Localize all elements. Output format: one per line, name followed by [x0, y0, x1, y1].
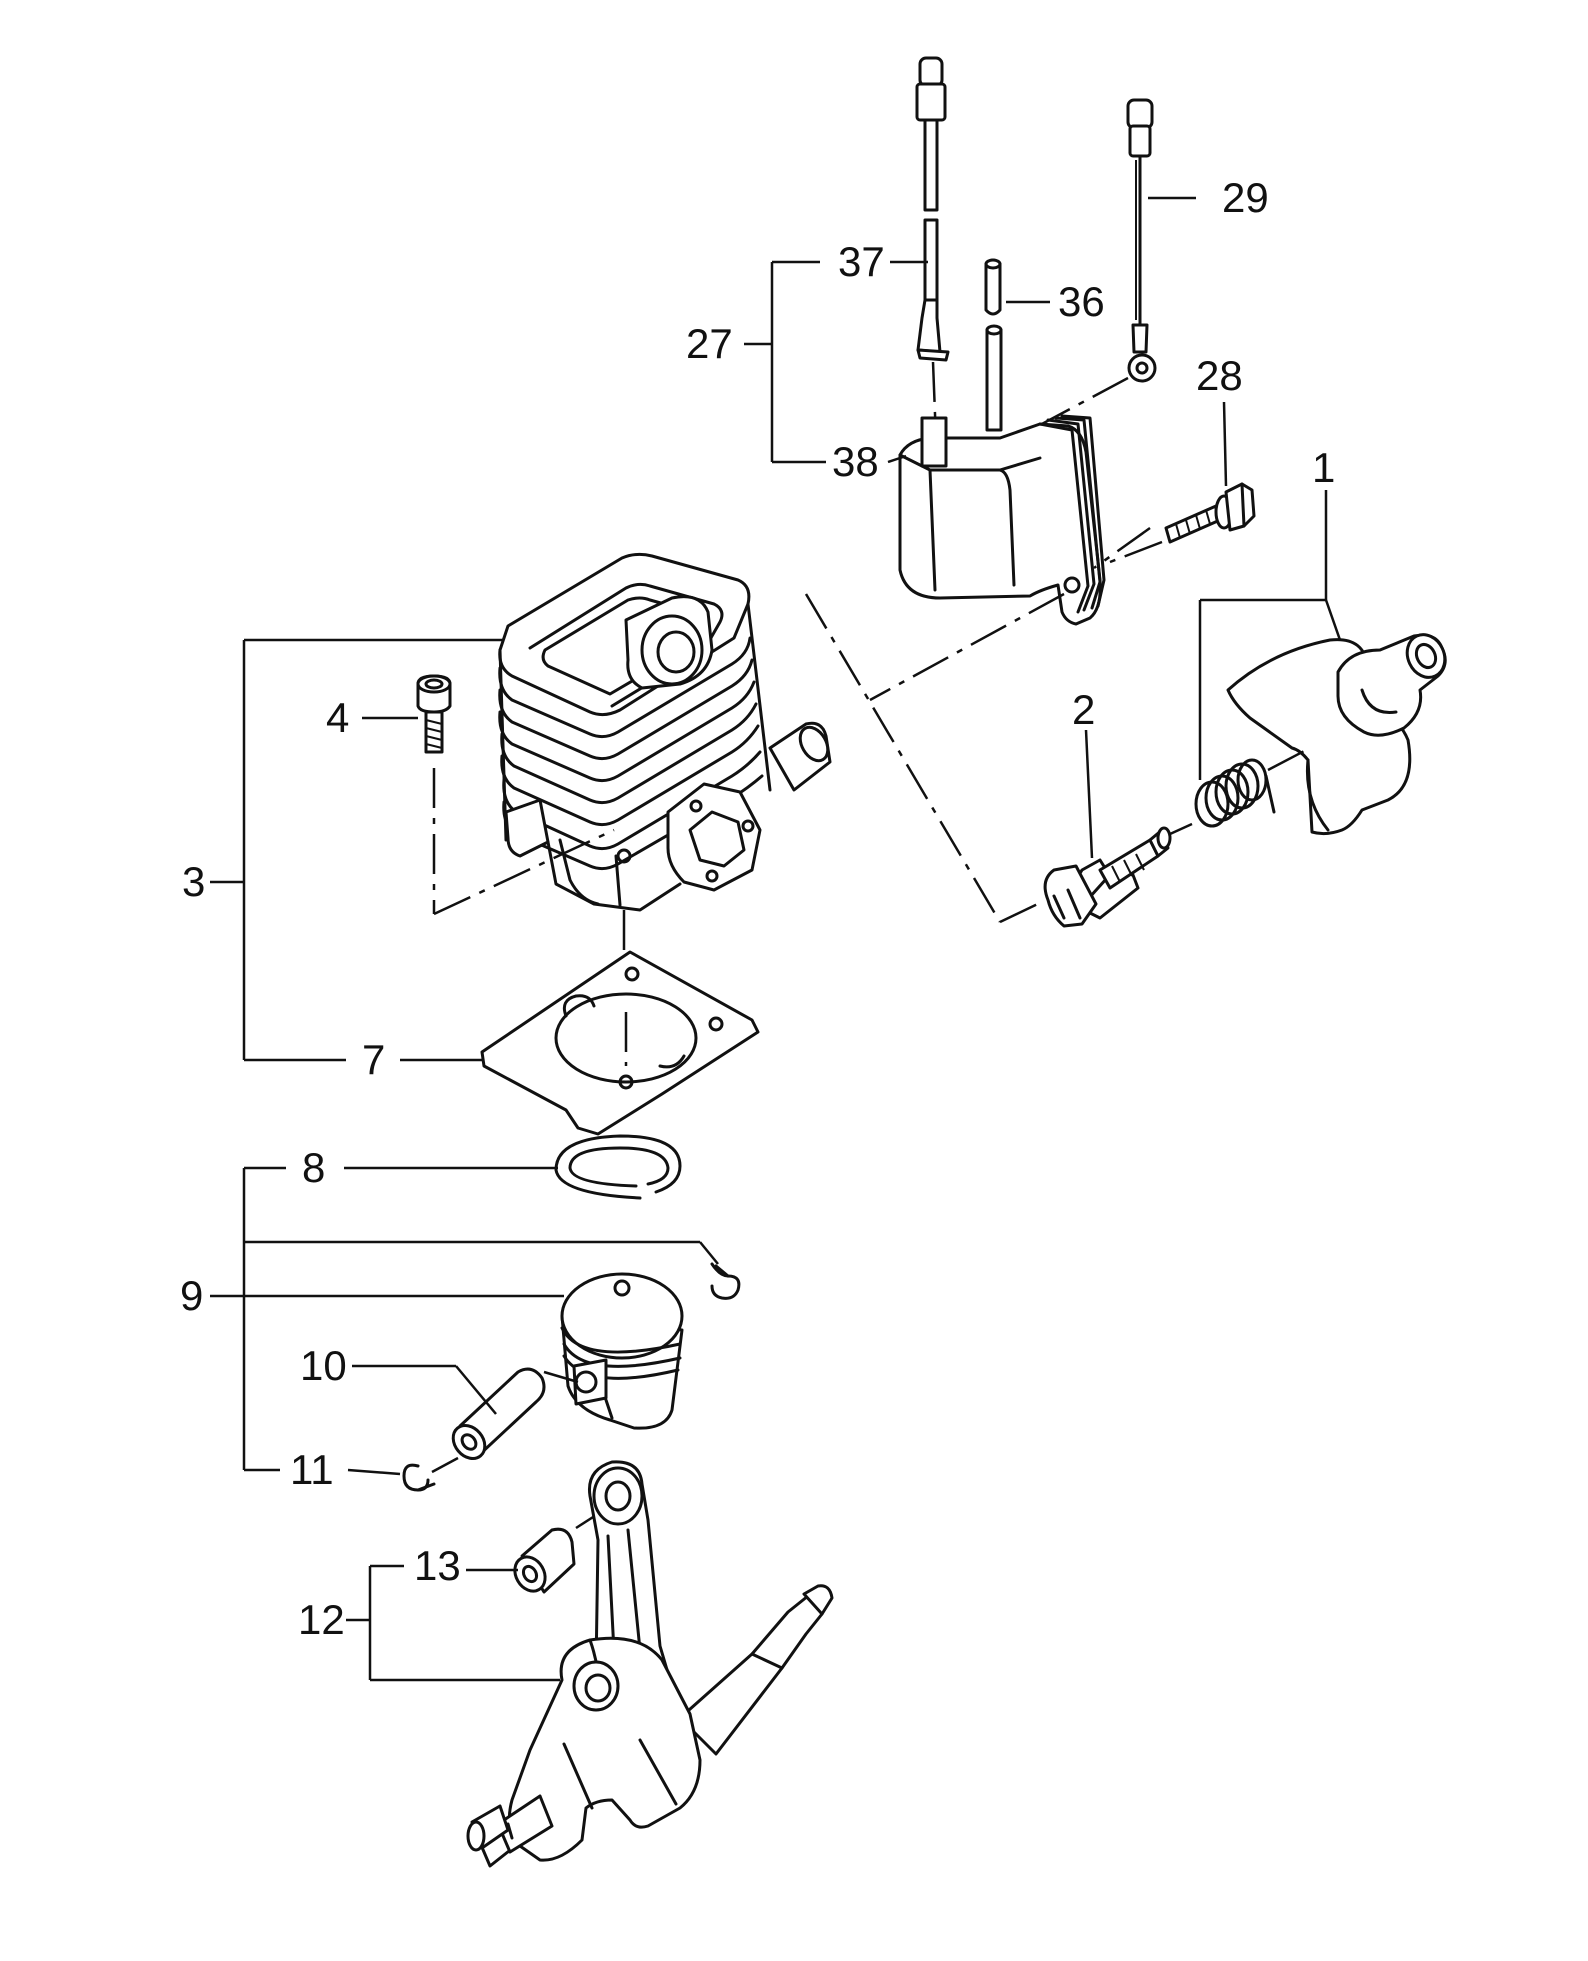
callout-13: 13: [414, 1542, 461, 1589]
part-7-gasket: [480, 950, 760, 1136]
part-12-crankshaft: [466, 1460, 834, 1868]
callout-38: 38: [832, 438, 879, 485]
part-3-cylinder: [498, 552, 832, 1010]
callout-37: 37: [838, 238, 885, 285]
callout-2: 2: [1072, 686, 1095, 733]
part-37-spark-lead: [915, 56, 950, 441]
part-2-spark-plug: [804, 593, 1172, 928]
part-29-ground-wire: [1039, 98, 1157, 427]
part-38-ignition-coil: [869, 414, 1151, 702]
part-13-bearing: [513, 1508, 605, 1594]
callout-9: 9: [180, 1272, 203, 1319]
callout-1: 1: [1312, 444, 1335, 491]
callout-29: 29: [1222, 174, 1269, 221]
part-1-plug-cap: [1169, 633, 1447, 836]
callout-36: 36: [1058, 278, 1105, 325]
callout-10: 10: [300, 1342, 347, 1389]
callout-8: 8: [302, 1144, 325, 1191]
part-11-circlip-lower: [402, 1456, 459, 1492]
callout-4: 4: [326, 694, 349, 741]
callout-12: 12: [298, 1596, 345, 1643]
leader-lines: [210, 196, 1342, 1682]
callout-27: 27: [686, 320, 733, 367]
part-10-piston-pin: [451, 1367, 579, 1460]
part-28-bolt: [1109, 482, 1256, 564]
part-4-bolt: [416, 674, 615, 916]
callout-7: 7: [362, 1036, 385, 1083]
part-36-pin: [984, 258, 1003, 432]
callout-28: 28: [1196, 352, 1243, 399]
part-8-piston-ring: [554, 1134, 682, 1200]
callout-3: 3: [182, 858, 205, 905]
callout-11: 11: [290, 1446, 334, 1493]
callout-labels: 29 36 37 27 38 28 1 2 4 3 7 8 9 10 11 13…: [180, 174, 1335, 1643]
part-9-piston: [560, 1272, 684, 1430]
part-11-circlip-upper: [710, 1262, 741, 1300]
